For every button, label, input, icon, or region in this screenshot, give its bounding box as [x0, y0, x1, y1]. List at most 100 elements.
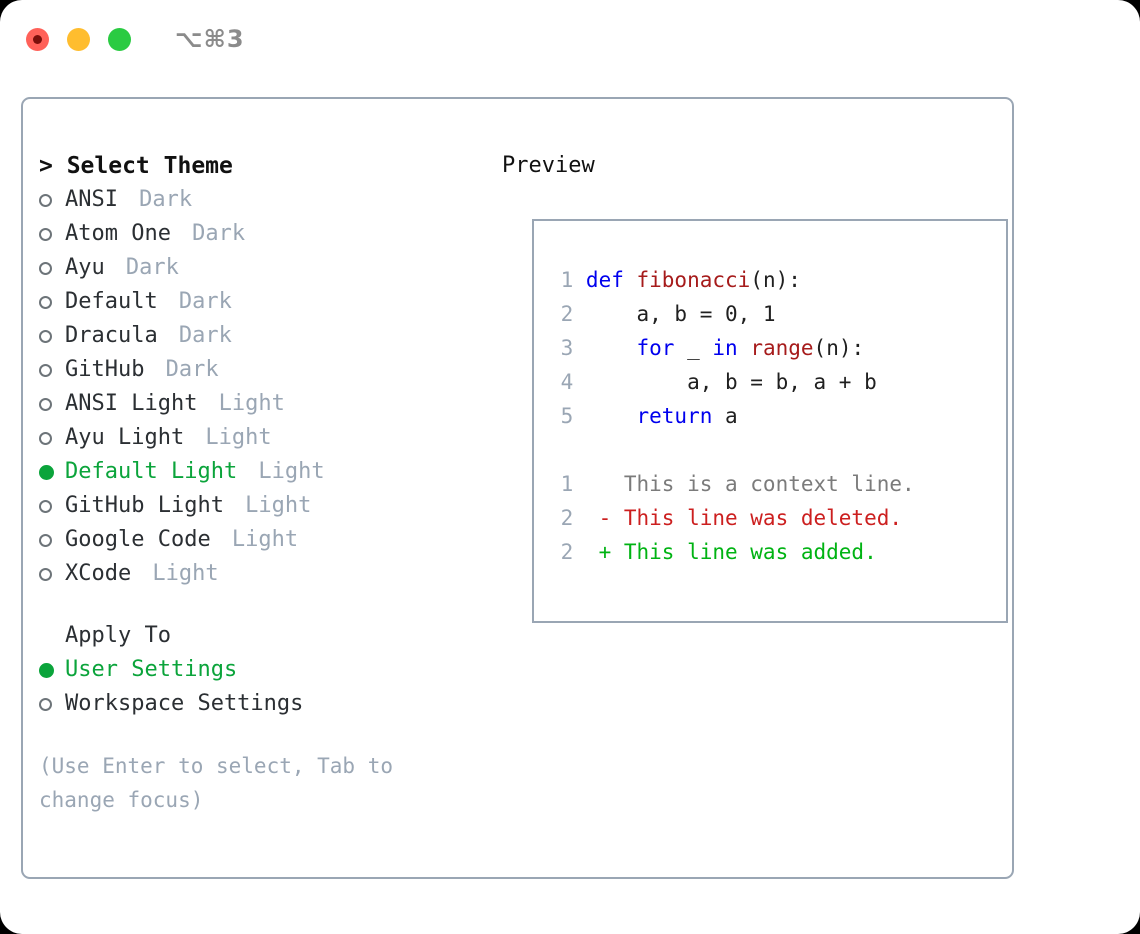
radio-marker	[39, 697, 65, 711]
theme-option-tag: Dark	[165, 323, 232, 348]
code-line: 2 a, b = 0, 1	[548, 297, 1006, 331]
theme-option[interactable]: GitHub Dark	[39, 353, 509, 387]
code-token: fibonacci	[636, 268, 751, 292]
code-token: (n):	[813, 336, 865, 360]
theme-option[interactable]: Dracula Dark	[39, 319, 509, 353]
keyboard-hint: (Use Enter to select, Tab to change focu…	[39, 754, 406, 812]
theme-picker-header: > Select Theme	[39, 153, 233, 179]
apply-to-title: Apply To	[65, 623, 171, 648]
code-token: a, b = b, a + b	[585, 370, 877, 394]
theme-option-label: Default	[65, 289, 158, 314]
code-token: return	[636, 404, 713, 428]
theme-option-tag: Dark	[125, 187, 193, 212]
maximize-button[interactable]	[108, 27, 131, 51]
radio-unselected-icon	[39, 431, 52, 445]
radio-marker	[39, 662, 65, 678]
code-token: a, b = 0, 1	[585, 302, 776, 326]
code-diff-separator	[548, 433, 1006, 467]
radio-marker	[39, 464, 65, 480]
theme-option[interactable]: ANSI Light Light	[39, 387, 509, 421]
theme-option-tag: Light	[139, 561, 219, 586]
line-number: 2	[560, 506, 574, 530]
radio-unselected-icon	[39, 499, 52, 513]
keyboard-shortcut-label: ⌥⌘3	[175, 25, 245, 53]
theme-option-tag: Dark	[112, 255, 179, 280]
theme-option[interactable]: GitHub Light Light	[39, 489, 509, 523]
line-number: 3	[560, 336, 574, 360]
code-line: 4 a, b = b, a + b	[548, 365, 1006, 399]
theme-option[interactable]: Default Dark	[39, 285, 509, 319]
radio-marker	[39, 329, 65, 343]
theme-option[interactable]: Default Light Light	[39, 455, 509, 489]
radio-unselected-icon	[39, 295, 52, 309]
theme-option-label: Google Code	[65, 527, 211, 552]
diff-sample: 1 This is a context line.2 - This line w…	[548, 467, 1006, 569]
theme-option-label: Dracula	[65, 323, 158, 348]
apply-to-option-label: User Settings	[65, 657, 238, 682]
theme-option[interactable]: Ayu Dark	[39, 251, 509, 285]
radio-marker	[39, 295, 65, 309]
window-controls	[26, 27, 131, 51]
close-button[interactable]	[26, 27, 49, 51]
theme-option[interactable]: ANSI Dark	[39, 183, 509, 217]
minimize-button[interactable]	[67, 27, 90, 51]
theme-option-label: ANSI Light	[65, 391, 198, 416]
theme-option-tag: Light	[245, 459, 325, 484]
radio-marker	[39, 363, 65, 377]
radio-marker	[39, 397, 65, 411]
theme-option-label: GitHub	[65, 357, 145, 382]
apply-to-option-label: Workspace Settings	[65, 691, 304, 716]
theme-option[interactable]: Ayu Light Light	[39, 421, 509, 455]
theme-option-tag: Light	[205, 391, 285, 416]
radio-unselected-icon	[39, 227, 52, 241]
theme-option-label: Ayu	[65, 255, 105, 280]
code-token: - This line was deleted.	[585, 506, 902, 530]
radio-unselected-icon	[39, 697, 52, 711]
theme-option-tag: Dark	[152, 357, 219, 382]
code-line: 2 + This line was added.	[548, 535, 1006, 569]
code-token	[586, 399, 637, 433]
radio-unselected-icon	[39, 363, 52, 377]
theme-option-tag: Light	[218, 527, 299, 552]
radio-unselected-icon	[39, 329, 52, 343]
theme-option[interactable]: Atom One Dark	[39, 217, 509, 251]
apply-to-option[interactable]: User Settings	[39, 653, 509, 687]
theme-option-label: GitHub Light	[65, 493, 224, 518]
line-number: 1	[560, 268, 574, 292]
radio-unselected-icon	[39, 567, 52, 581]
code-token: for	[636, 336, 675, 360]
recording-indicator-icon	[33, 34, 42, 44]
line-number: 2	[560, 540, 574, 564]
theme-option[interactable]: XCode Light	[39, 557, 509, 591]
line-number: 5	[560, 404, 574, 428]
radio-selected-icon	[39, 464, 54, 480]
radio-marker	[39, 499, 65, 513]
radio-unselected-icon	[39, 193, 52, 207]
code-token: (n):	[750, 268, 801, 292]
code-token: range	[750, 336, 814, 360]
theme-option-tag: Light	[192, 425, 272, 450]
theme-option-tag: Light	[231, 493, 312, 518]
theme-option[interactable]: Google Code Light	[39, 523, 509, 557]
apply-to-option[interactable]: Workspace Settings	[39, 687, 509, 721]
code-line: 5 return a	[548, 399, 1006, 433]
radio-marker	[39, 261, 65, 275]
theme-option-label: Atom One	[65, 221, 171, 246]
code-token: a	[712, 404, 738, 428]
radio-selected-icon	[39, 662, 54, 678]
code-line: 1 This is a context line.	[548, 467, 1006, 501]
code-line: 2 - This line was deleted.	[548, 501, 1006, 535]
radio-unselected-icon	[39, 397, 52, 411]
section-spacer	[39, 591, 509, 619]
line-number: 1	[560, 472, 574, 496]
theme-option-label: ANSI	[65, 187, 118, 212]
preview-title: Preview	[502, 153, 595, 178]
